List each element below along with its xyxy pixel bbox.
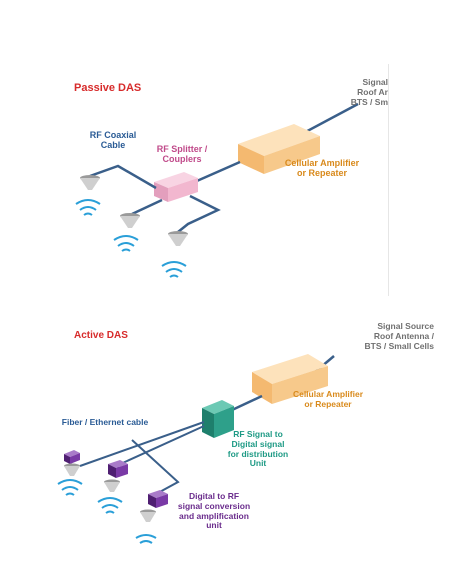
active-amplifier-label: Cellular Amplifier or Repeater [292, 389, 364, 409]
active-das-panel: Active DAS Signal Source Roof Antenna / … [52, 314, 434, 546]
active-antenna-3-icon [135, 509, 157, 544]
passive-das-title: Passive DAS [74, 82, 142, 94]
remote-unit-1-icon [64, 450, 80, 464]
fiber-ethernet-cable-label: Fiber / Ethernet cable [61, 417, 149, 427]
active-das-title: Active DAS [74, 330, 128, 341]
fiber-cable-3 [131, 439, 180, 495]
coax-cable-2 [131, 198, 163, 216]
rf-to-digital-converter-box [202, 400, 234, 438]
antenna-1-icon [75, 175, 101, 216]
amp-cable [189, 160, 241, 186]
rf-splitter-box [154, 172, 198, 202]
active-antenna-1-icon [57, 463, 83, 496]
antenna-3-icon [161, 231, 188, 278]
cellular-amplifier-box [238, 124, 320, 174]
rf-to-digital-converter-label: RF Signal to Digital signal for distribu… [227, 429, 289, 469]
passive-amplifier-label: Cellular Amplifier or Repeater [284, 158, 360, 179]
active-amplifier-box [252, 354, 328, 404]
active-antenna-2-icon [97, 479, 123, 514]
amp-to-converter-cable [231, 394, 263, 412]
passive-signal-source-label: Signal Roof Ar BTS / Sm [350, 78, 388, 107]
active-signal-source-label: Signal Source Roof Antenna / BTS / Small… [364, 321, 434, 351]
fiber-cable-1 [79, 421, 205, 467]
digital-to-rf-unit-label: Digital to RF signal conversion and ampl… [177, 491, 251, 531]
remote-unit-3-icon [148, 490, 168, 508]
active-das-diagram [57, 354, 335, 544]
remote-unit-2-icon [108, 460, 128, 478]
passive-das-panel: Passive DAS Signal Roof Ar BTS / Sm RF C… [58, 64, 389, 296]
passive-das-diagram [75, 102, 359, 278]
rf-splitter-label: RF Splitter / Couplers [156, 144, 208, 165]
antenna-2-icon [113, 213, 140, 252]
coax-cable-3 [177, 194, 221, 233]
coax-cable-1 [89, 164, 157, 190]
rf-coaxial-cable-label: RF Coaxial Cable [89, 130, 137, 151]
